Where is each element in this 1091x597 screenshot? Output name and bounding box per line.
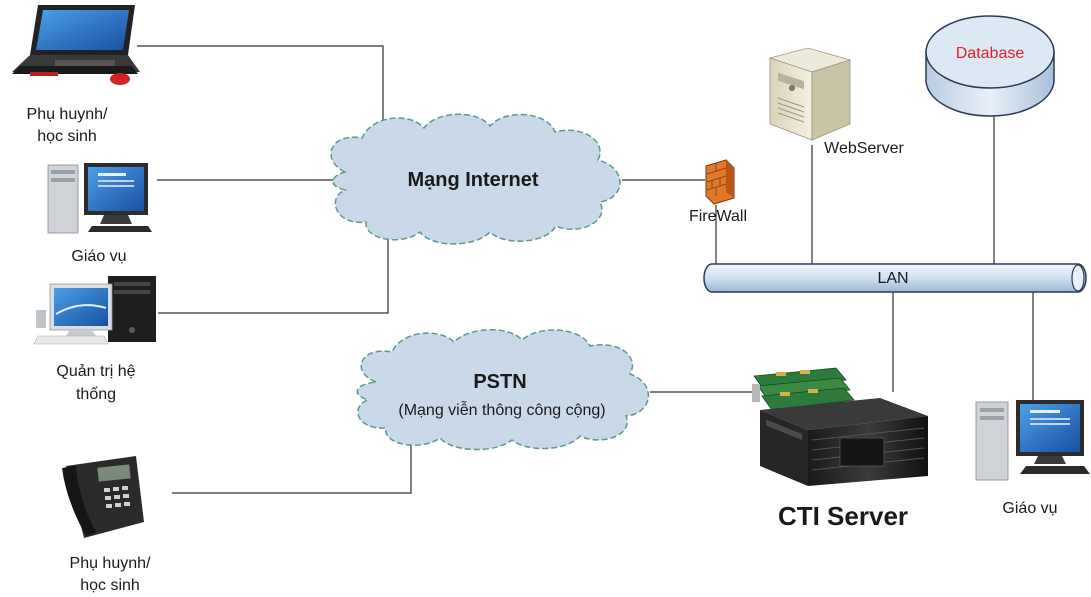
- server-tower-icon: [768, 47, 852, 141]
- academic-pc-right-label: Giáo vụ: [1002, 500, 1057, 517]
- cti-server-icon: [752, 367, 928, 486]
- laptop-icon: [12, 5, 140, 85]
- admin-pc-icon: [33, 276, 156, 345]
- line-laptop-internet: [137, 45, 384, 148]
- firewall-icon: [705, 159, 735, 205]
- firewall-label: FireWall: [689, 208, 747, 225]
- internet-cloud-label: Mạng Internet: [407, 169, 538, 191]
- parent-laptop-label-line1: Phụ huynh/: [27, 106, 109, 123]
- telephony-card-icon: [752, 367, 855, 411]
- desktop-pc-icon: [47, 163, 152, 234]
- line-admin-internet: [158, 225, 389, 314]
- admin-pc-label-line1: Quản trị hệ: [56, 363, 135, 380]
- connection-lines: [137, 45, 1034, 494]
- parent-phone-label-line2: học sinh: [80, 577, 140, 594]
- cti-server-label: CTI Server: [778, 501, 908, 531]
- lan-label: LAN: [877, 270, 908, 287]
- database-label: Database: [956, 45, 1025, 62]
- desktop-pc-icon: [975, 400, 1090, 481]
- pstn-cloud-subtitle: (Mạng viễn thông công cộng): [398, 400, 605, 419]
- desk-phone-icon: [62, 456, 144, 538]
- pstn-cloud: PSTN (Mạng viễn thông công cộng): [356, 329, 649, 451]
- internet-cloud: Mạng Internet: [330, 113, 621, 245]
- parent-phone-label-line1: Phụ huynh/: [70, 555, 152, 572]
- line-phone-pstn: [172, 440, 412, 494]
- pstn-cloud-title: PSTN: [473, 371, 526, 393]
- webserver-label: WebServer: [824, 140, 904, 157]
- admin-pc-label-line2: thống: [76, 386, 116, 403]
- parent-laptop-label-line2: học sinh: [37, 128, 97, 145]
- academic-pc-left-label: Giáo vụ: [71, 248, 126, 265]
- database-icon: Database: [925, 15, 1055, 117]
- lan-bus: LAN: [703, 263, 1087, 293]
